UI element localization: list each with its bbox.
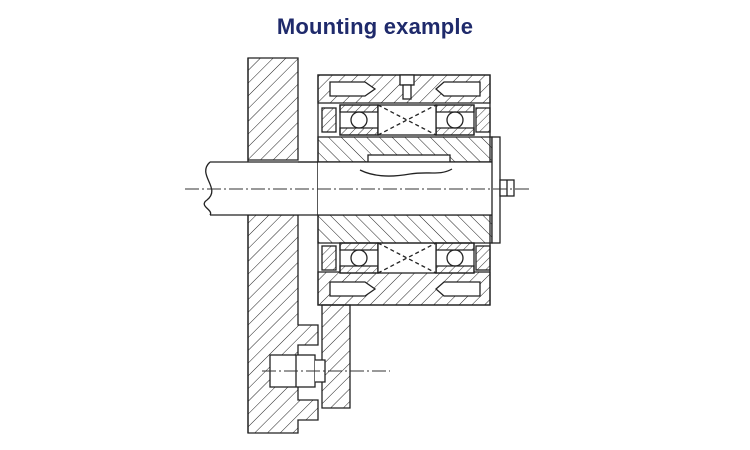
sprag-cage-top [377,104,437,136]
page-title: Mounting example [276,14,474,39]
end-cap [491,136,501,244]
ball-bearing-top-left [339,104,379,136]
shaft [203,161,319,216]
torque-pin [269,354,326,388]
ball-bearing-top-right [435,104,475,136]
ball-bearing-bottom-right [435,242,475,274]
torque-arm [321,304,351,409]
set-screw [499,179,515,197]
seals [321,107,491,271]
sprag-cage-bottom [377,242,437,274]
housing-bolts [329,81,481,297]
ball-bearing-bottom-left [339,242,379,274]
wall-plate [247,57,319,434]
keyway-break [359,168,453,177]
